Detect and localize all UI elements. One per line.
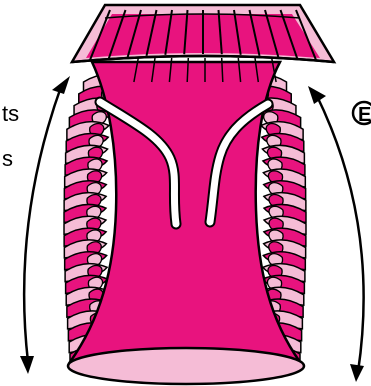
left-curved-arrow <box>24 84 62 362</box>
right-arrow-head-bottom <box>350 364 364 382</box>
label-right-marker: E <box>358 104 371 126</box>
left-arrow-head-top <box>52 76 70 94</box>
basal-disc <box>68 348 304 384</box>
right-curved-arrow <box>316 94 364 372</box>
label-left-bottom: s <box>2 146 13 171</box>
label-left-top: ts <box>2 101 19 126</box>
right-arrow-head-top <box>308 86 326 104</box>
left-arrow-head-bottom <box>20 356 34 374</box>
